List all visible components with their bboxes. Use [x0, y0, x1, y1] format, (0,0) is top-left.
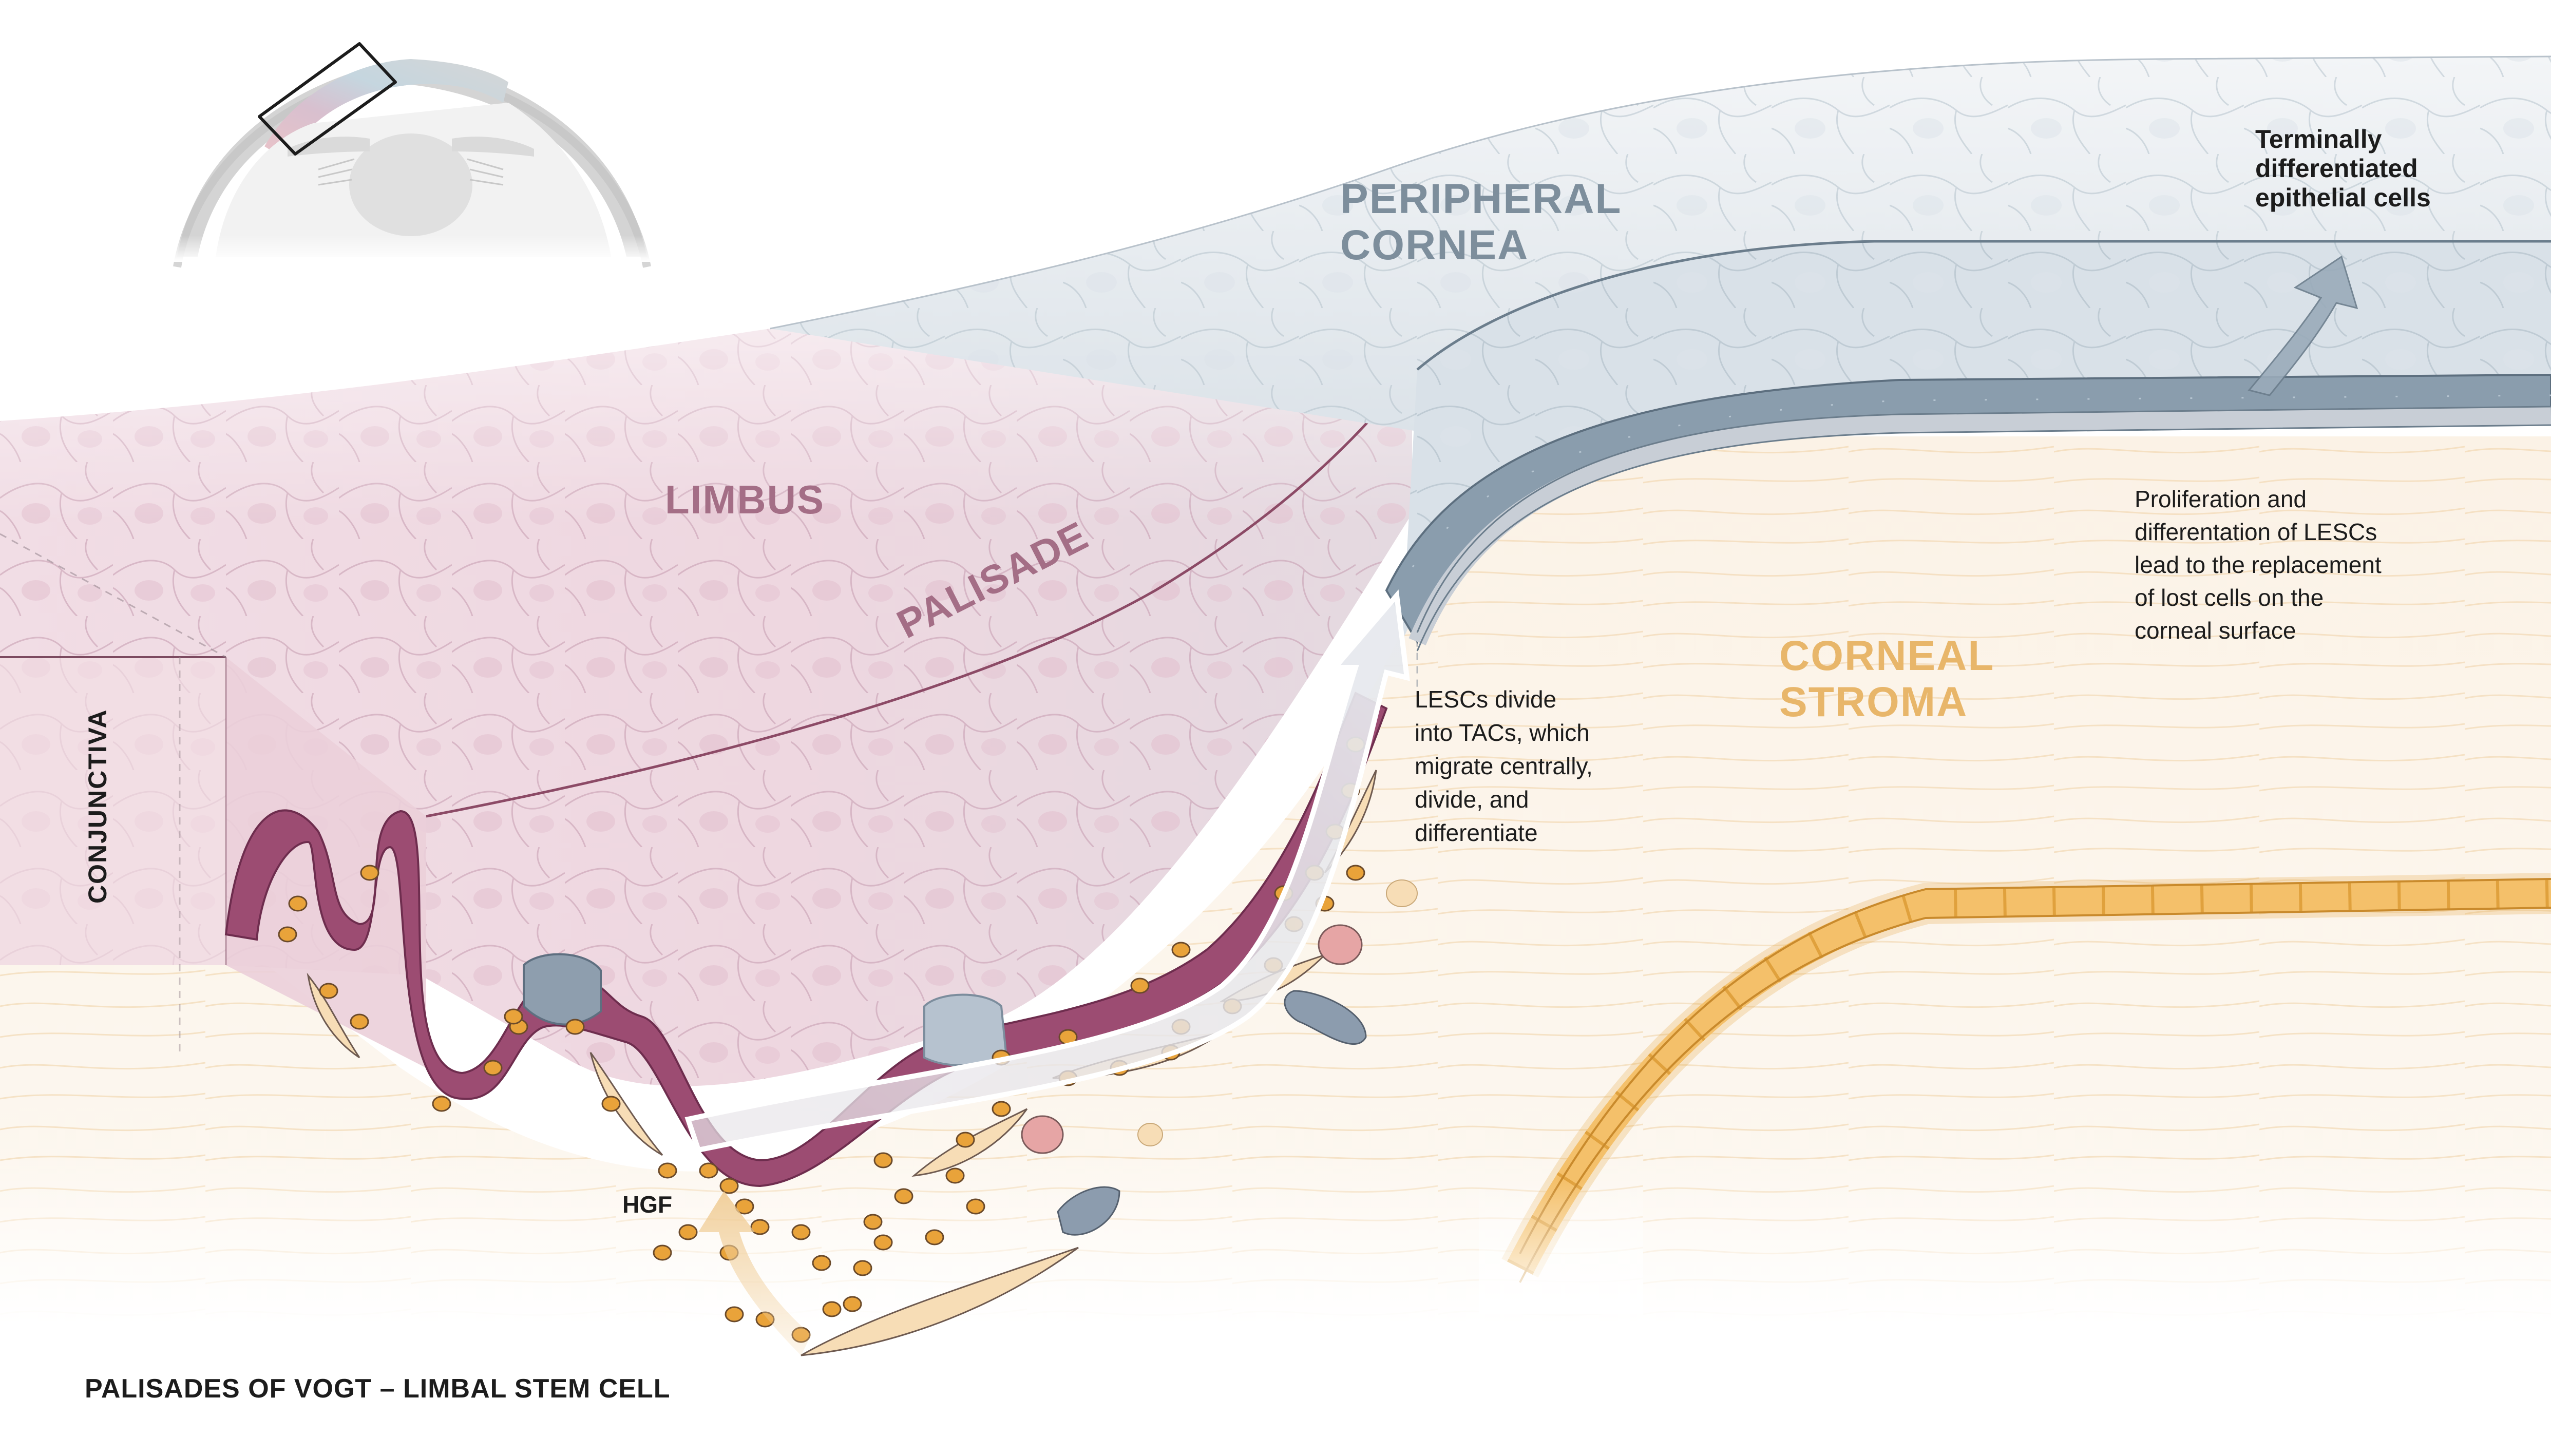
annotation-proliferation-line: differentation of LESCs — [2135, 519, 2377, 545]
tac-migration-arrow-icon — [684, 589, 1410, 1153]
hgf-particle — [699, 1162, 718, 1179]
hgf-particle — [725, 1306, 744, 1323]
hgf-particle — [653, 1244, 672, 1261]
keratocyte — [801, 1247, 1079, 1356]
immune-cell — [1137, 1123, 1163, 1146]
annotation-terminal-cells-line: epithelial cells — [2255, 183, 2431, 212]
hgf-particle — [319, 983, 338, 999]
label-peripheral-cornea-line2: CORNEA — [1340, 222, 1529, 269]
hgf-particle — [812, 1255, 831, 1271]
keratocyte — [589, 1052, 663, 1156]
keratocyte — [307, 972, 360, 1059]
annotation-proliferation-line: lead to the replacement — [2135, 551, 2382, 578]
annotation-lescs-line: divide, and — [1415, 786, 1529, 813]
inset-cornea-band — [264, 59, 508, 159]
hgf-particle — [432, 1096, 451, 1112]
figure-title: PALISADES OF VOGT – LIMBAL STEM CELL — [85, 1374, 671, 1404]
hgf-particle — [504, 1008, 523, 1025]
hgf-particle — [873, 1152, 893, 1168]
hgf-particle — [719, 1178, 739, 1194]
hgf-arrow-icon — [698, 1191, 811, 1355]
eye-inset — [169, 42, 657, 268]
annotation-lescs-line: differentiate — [1415, 819, 1538, 846]
corneal-endothelium — [1479, 873, 2551, 1314]
annotation-lescs-divide: LESCs divide into TACs, which migrate ce… — [1415, 686, 1600, 846]
label-corneal-stroma-line1: CORNEAL — [1779, 633, 1994, 679]
hgf-particle — [956, 1132, 975, 1148]
immune-cell — [1318, 924, 1363, 965]
immune-cell — [1386, 879, 1418, 907]
annotation-proliferation: Proliferation and differentation of LESC… — [2135, 486, 2388, 644]
limbal-stem-cell — [523, 953, 602, 1026]
annotation-terminal-cells-line: Terminally — [2255, 125, 2382, 154]
immune-cell — [1284, 990, 1367, 1045]
hgf-particle — [288, 895, 308, 912]
hgf-particle — [894, 1188, 913, 1204]
hgf-particle — [658, 1162, 677, 1179]
hgf-particle — [278, 926, 297, 943]
label-hgf: HGF — [622, 1191, 672, 1218]
immune-cell — [1021, 1115, 1064, 1154]
differentiation-arrow-icon — [2248, 255, 2358, 396]
hgf-particle — [853, 1260, 872, 1276]
hgf-particle — [1346, 865, 1365, 881]
annotation-proliferation-line: Proliferation and — [2135, 486, 2307, 512]
annotation-terminal-cells-line: differentiated — [2255, 154, 2418, 183]
hgf-particle — [966, 1198, 985, 1215]
annotation-lescs-line: into TACs, which — [1415, 719, 1590, 746]
hgf-particle — [750, 1219, 770, 1235]
annotation-proliferation-line: corneal surface — [2135, 617, 2296, 644]
hgf-particle — [925, 1229, 944, 1246]
hgf-particle — [601, 1096, 621, 1112]
transit-amplifying-cell — [923, 993, 1008, 1066]
hgf-particle — [843, 1296, 862, 1312]
limbus-tissue — [0, 246, 1438, 1187]
hgf-particle — [735, 1198, 754, 1215]
label-corneal-stroma: CORNEAL STROMA — [1779, 633, 2007, 725]
hgf-particle — [565, 1019, 585, 1035]
label-conjunctiva: CONJUNCTIVA — [83, 709, 112, 904]
inset-highlight-box — [258, 42, 397, 156]
hgf-particle — [873, 1234, 893, 1251]
palisade-ridge-line — [426, 369, 1413, 818]
hgf-particle — [678, 1224, 698, 1240]
hgf-particle — [791, 1224, 811, 1240]
hgf-particle — [992, 1101, 1011, 1117]
hgf-particle — [483, 1060, 503, 1076]
immune-cells — [1021, 879, 1418, 1236]
hgf-particle — [1130, 978, 1150, 994]
peripheral-cornea-tissue — [770, 55, 2551, 652]
immune-cell — [1057, 1186, 1120, 1236]
label-corneal-stroma-line2: STROMA — [1779, 679, 1968, 725]
annotation-lescs-line: migrate centrally, — [1415, 753, 1593, 779]
label-peripheral-cornea: PERIPHERAL CORNEA — [1340, 176, 1634, 269]
hgf-particle — [1171, 942, 1191, 958]
label-peripheral-cornea-line1: PERIPHERAL — [1340, 176, 1621, 222]
hgf-particle — [945, 1167, 965, 1184]
hgf-particle — [822, 1301, 842, 1317]
hgf-particle — [360, 865, 379, 881]
annotation-proliferation-line: of lost cells on the — [2135, 584, 2324, 611]
annotation-lescs-line: LESCs divide — [1415, 686, 1556, 713]
hgf-particle — [863, 1214, 883, 1230]
label-limbus: LIMBUS — [665, 477, 825, 522]
annotation-terminal-cells: Terminally differentiated epithelial cel… — [2255, 125, 2431, 212]
hgf-particle — [350, 1013, 369, 1030]
